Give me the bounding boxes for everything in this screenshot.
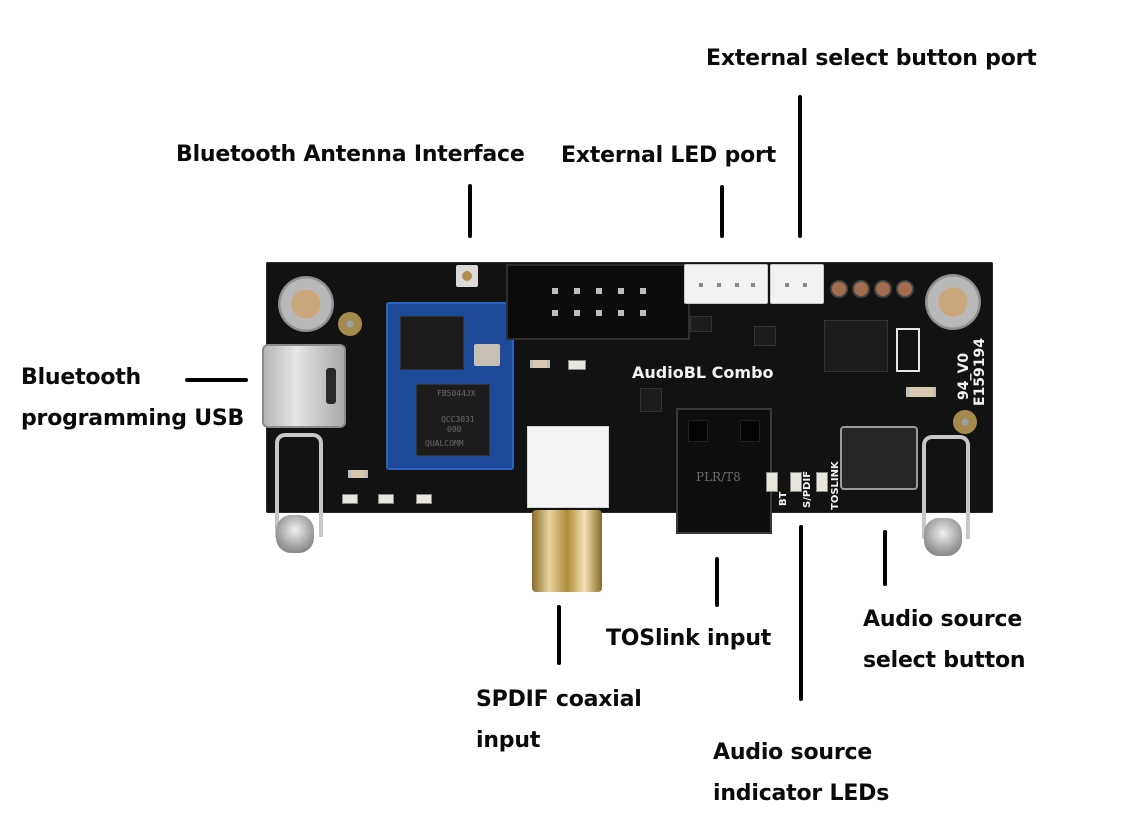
through-hole-pad	[852, 280, 870, 298]
label-bluetooth-antenna-interface: Bluetooth Antenna Interface	[176, 142, 525, 167]
header-pin	[552, 310, 558, 316]
header-pin	[596, 288, 602, 294]
stc-microcontroller	[824, 320, 888, 372]
header-pin	[574, 310, 580, 316]
toslink-input-connector[interactable]: PLR/T8	[676, 408, 772, 534]
header-pin	[618, 310, 624, 316]
mounting-screw-right	[924, 518, 962, 556]
chip-brand: QUALCOMM	[425, 439, 464, 448]
mounting-hole-left	[278, 276, 334, 332]
label-line: Audio source	[863, 607, 1023, 632]
header-pin	[552, 288, 558, 294]
leader-line-indicator-leds	[799, 525, 803, 701]
header-pin	[574, 288, 580, 294]
label-line: select button	[863, 648, 1026, 673]
chip-marking: FB5044JX	[437, 389, 476, 398]
bluetooth-programming-usb-port[interactable]	[262, 344, 346, 428]
header-pin	[640, 288, 646, 294]
toslink-marking: PLR/T8	[696, 470, 741, 484]
usb-slot	[326, 368, 336, 404]
via-pad	[953, 410, 977, 434]
toslink-window	[688, 420, 708, 442]
bluetooth-antenna-connector[interactable]	[456, 265, 478, 287]
label-external-led-port: External LED port	[561, 143, 777, 168]
jumper-pads	[896, 328, 920, 372]
led-label-spdif: S/PDIF	[802, 470, 813, 508]
mounting-hole-right	[925, 274, 981, 330]
leader-line-spdif	[557, 605, 561, 665]
smd-capacitor	[906, 387, 936, 397]
label-toslink-input: TOSlink input	[606, 626, 772, 651]
label-line: SPDIF coaxial	[476, 687, 642, 712]
bluetooth-module: FB5044JX QCC3031 000 QUALCOMM	[386, 302, 514, 470]
label-external-select-button-port: External select button port	[706, 46, 1037, 71]
mounting-screw-left	[276, 515, 314, 553]
toslink-window	[740, 420, 760, 442]
label-line: Bluetooth	[21, 365, 142, 390]
rating-silkscreen: 94_V0	[956, 352, 972, 400]
spdif-coaxial-input-jack[interactable]	[532, 510, 602, 592]
through-hole-pad	[830, 280, 848, 298]
via-pad	[338, 312, 362, 336]
external-select-button-port[interactable]	[770, 264, 824, 304]
indicator-led-spdif	[790, 472, 802, 492]
mounting-bracket-right	[922, 435, 970, 539]
header-pin	[640, 310, 646, 316]
audio-source-select-button[interactable]	[840, 426, 918, 490]
smd-led	[568, 360, 586, 370]
smd-led	[416, 494, 432, 504]
header-pin	[618, 288, 624, 294]
leader-line-usb	[185, 378, 248, 382]
leader-line-antenna	[468, 184, 472, 238]
smd-resistor	[530, 360, 550, 368]
indicator-led-toslink	[816, 472, 828, 492]
led-label-bt: BT	[778, 491, 789, 506]
label-line: input	[476, 728, 541, 753]
spdif-coaxial-housing	[527, 426, 609, 508]
mounting-bracket-left	[275, 433, 323, 537]
external-led-port[interactable]	[684, 264, 768, 304]
ten-pin-header[interactable]	[506, 264, 690, 340]
label-line: indicator LEDs	[713, 781, 890, 806]
crystal-oscillator	[474, 344, 500, 366]
smd-ic	[690, 316, 712, 332]
pcb-board: FB5044JX QCC3031 000 QUALCOMM AudioBL Co…	[262, 262, 993, 534]
rating-silkscreen: E159194	[972, 337, 988, 406]
smd-ic	[754, 326, 776, 346]
label-line: programming USB	[21, 406, 245, 431]
smd-ic	[640, 388, 662, 412]
leader-line-toslink	[715, 557, 719, 607]
leader-line-external-select-port	[798, 95, 802, 238]
leader-line-external-led-port	[720, 185, 724, 238]
smd-led	[342, 494, 358, 504]
product-name-silkscreen: AudioBL Combo	[632, 363, 774, 382]
bt-flash-chip	[400, 316, 464, 370]
qualcomm-chip: FB5044JX QCC3031 000 QUALCOMM	[416, 384, 490, 456]
smd-resistor	[348, 470, 368, 478]
through-hole-pad	[874, 280, 892, 298]
leader-line-select-button	[883, 530, 887, 586]
chip-marking: QCC3031	[441, 415, 475, 424]
header-pin	[596, 310, 602, 316]
label-line: Audio source	[713, 740, 873, 765]
smd-led	[378, 494, 394, 504]
chip-marking: 000	[447, 425, 462, 434]
through-hole-pad	[896, 280, 914, 298]
indicator-led-bt	[766, 472, 778, 492]
